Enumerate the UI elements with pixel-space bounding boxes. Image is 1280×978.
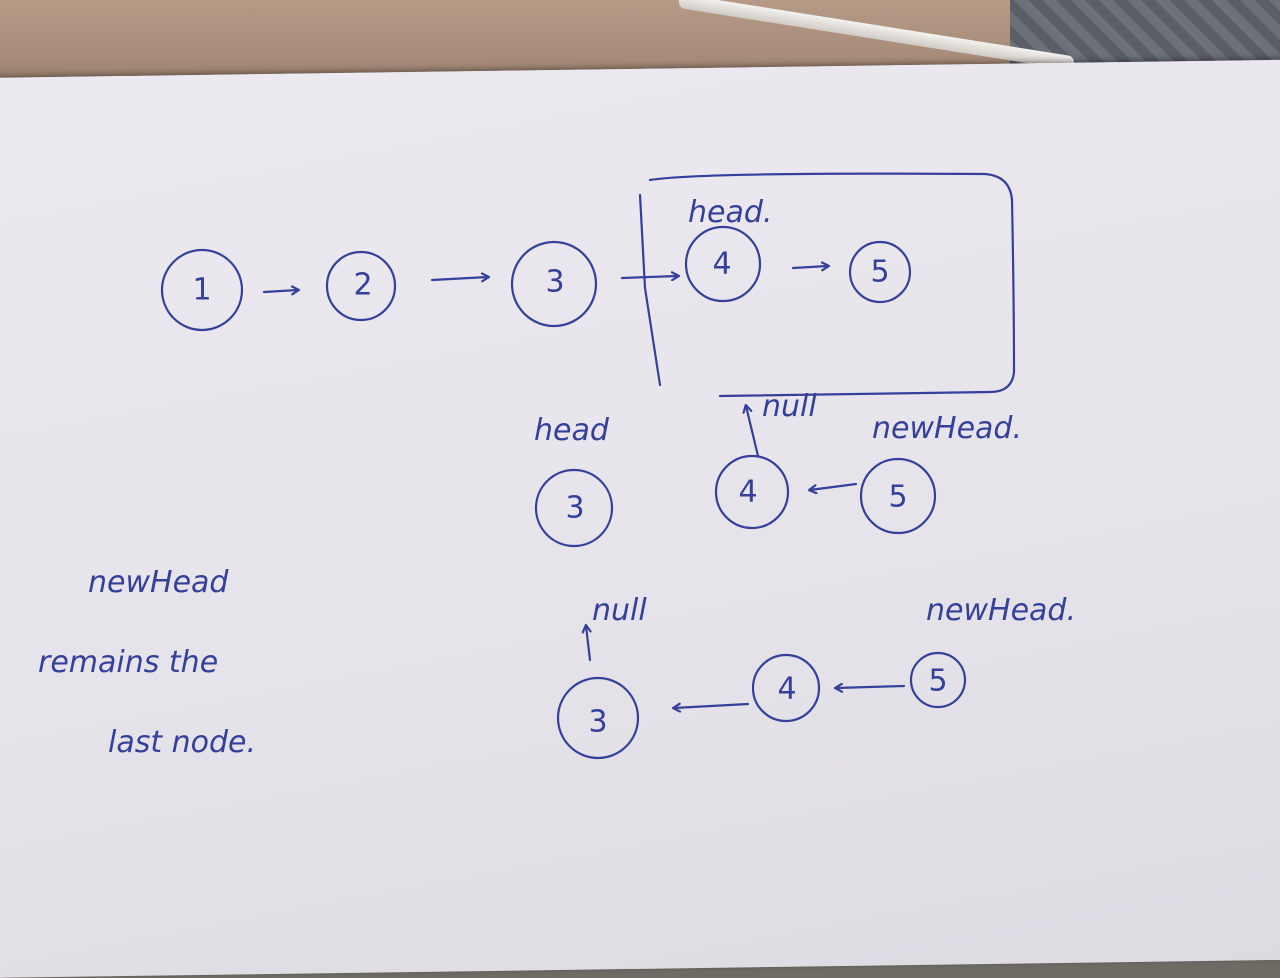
row3-node-4-label: 4: [777, 672, 796, 707]
row3-arrow-5-4: [836, 686, 906, 688]
node-3-circle: [510, 240, 598, 328]
node-1-circle: [160, 248, 244, 332]
row2-newhead-label: newHead.: [872, 411, 1022, 446]
row3-node-5-label: 5: [928, 664, 947, 699]
row2-node-5-circle: [859, 457, 937, 535]
arrow-4-5: [791, 266, 828, 268]
row3-node-3-circle: [556, 676, 640, 760]
node-4-label: 4: [712, 247, 731, 282]
row3-node-5-circle: [909, 651, 967, 709]
note-line-3: last node.: [108, 725, 256, 760]
node-1-label: 1: [192, 273, 211, 308]
node-5-circle: [848, 240, 912, 304]
row3-null-label: null: [592, 593, 647, 628]
row3-null-arrow: [586, 626, 590, 662]
row1-head-label: head.: [688, 195, 772, 230]
arrow-3-4: [620, 276, 678, 278]
row2-null-arrow: [746, 406, 760, 458]
note-line-1: newHead: [88, 565, 229, 600]
sublist-box: [648, 172, 1016, 398]
row2-node-4-circle: [714, 454, 790, 530]
arrow-2-3: [430, 277, 488, 280]
row2-node-4-label: 4: [738, 475, 757, 510]
row2-head-label: head: [534, 413, 610, 448]
split-line: [638, 193, 662, 387]
row2-null-label: null: [762, 389, 817, 424]
node-2-label: 2: [353, 268, 372, 303]
row3-node-3-label: 3: [588, 705, 607, 740]
node-2-circle: [325, 250, 397, 322]
node-3-label: 3: [545, 265, 564, 300]
row2-node-5-label: 5: [888, 480, 907, 515]
row3-node-4-circle: [751, 653, 821, 723]
row2-arrow-5-4: [810, 482, 858, 490]
row3-newhead-label: newHead.: [926, 593, 1076, 628]
row2-node-3-label: 3: [565, 491, 584, 526]
node-5-label: 5: [870, 255, 889, 290]
row2-node-3-circle: [534, 468, 614, 548]
row3-arrow-4-3: [674, 704, 750, 708]
node-4-circle: [684, 225, 762, 303]
arrow-1-2: [262, 290, 298, 292]
note-line-2: remains the: [38, 645, 218, 680]
